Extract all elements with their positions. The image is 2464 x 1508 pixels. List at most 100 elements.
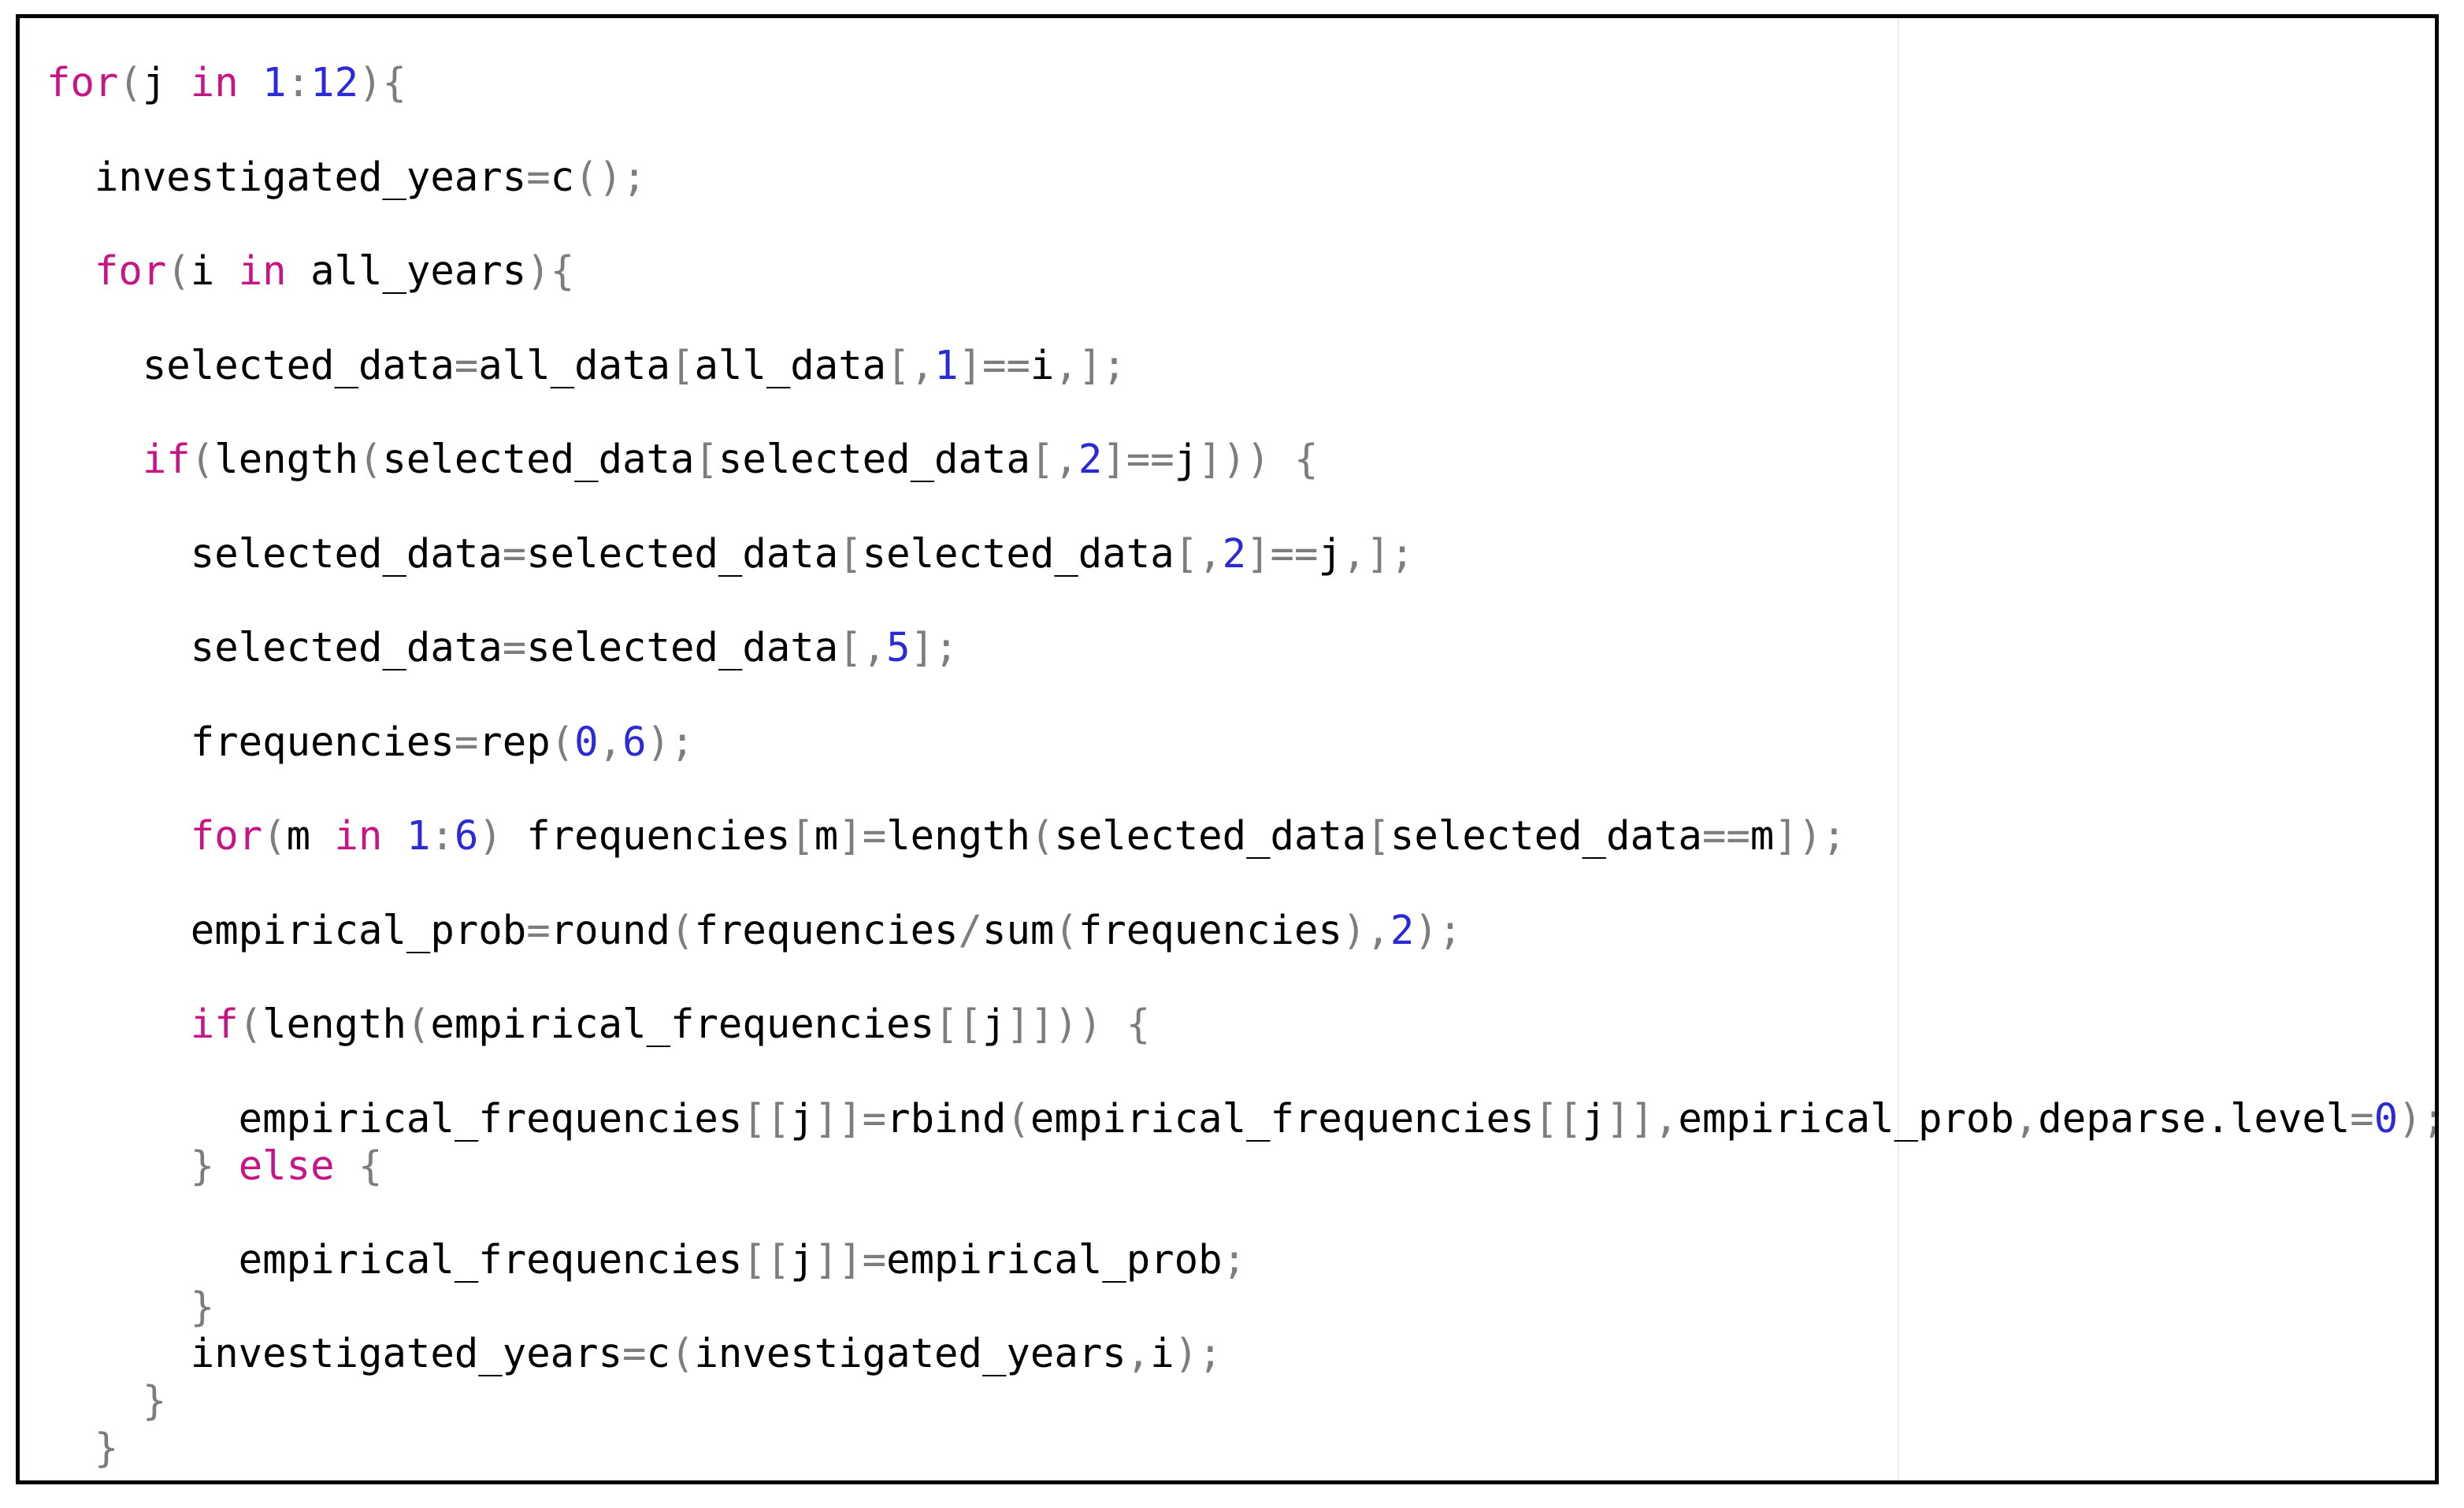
- code-token-text: selected_data: [718, 436, 1030, 482]
- code-token-punctuation: ),: [1341, 907, 1390, 953]
- code-token-text: selected_data: [1054, 812, 1367, 859]
- code-line[interactable]: for(i in all_years){: [46, 247, 574, 295]
- code-token-punctuation: ,: [1126, 1330, 1151, 1376]
- code-token-text: [46, 1283, 191, 1330]
- code-token-punctuation: :: [430, 812, 455, 859]
- code-line[interactable]: }: [46, 1283, 214, 1331]
- code-line[interactable]: for(m in 1:6) frequencies[m]=length(sele…: [46, 812, 1846, 860]
- code-token-punctuation: {: [334, 1142, 383, 1189]
- code-token-keyword: for: [46, 59, 119, 106]
- code-token-punctuation: (: [238, 1001, 263, 1047]
- code-token-text: [46, 812, 191, 859]
- code-token-punctuation: (: [166, 247, 191, 294]
- code-line[interactable]: }: [46, 1377, 166, 1424]
- code-token-punctuation: =: [454, 719, 479, 765]
- code-token-punctuation: (: [670, 907, 695, 953]
- code-token-punctuation: =: [2350, 1095, 2374, 1142]
- code-token-punctuation: (: [550, 719, 575, 765]
- code-token-keyword: in: [334, 812, 383, 859]
- code-token-text: [239, 59, 262, 106]
- code-token-punctuation: ,: [598, 719, 623, 765]
- code-token-punctuation: (: [1054, 907, 1078, 953]
- code-token-text: selected_data: [862, 530, 1174, 577]
- code-token-punctuation: ];: [910, 624, 959, 670]
- code-token-text: [46, 1001, 191, 1047]
- code-token-number: 12: [310, 59, 359, 106]
- code-token-text: empirical_frequencies: [46, 1236, 743, 1283]
- code-token-punctuation: ,];: [1054, 342, 1126, 388]
- code-token-punctuation: ]);: [1774, 812, 1846, 859]
- code-line[interactable]: investigated_years=c(investigated_years,…: [46, 1330, 1223, 1377]
- code-token-punctuation: =: [526, 154, 551, 200]
- code-token-text: empirical_prob: [886, 1236, 1223, 1283]
- code-line[interactable]: empirical_prob=round(frequencies/sum(fre…: [46, 907, 1462, 954]
- code-token-text: empirical_prob: [1678, 1095, 2014, 1142]
- code-line[interactable]: } else {: [46, 1142, 383, 1190]
- code-line[interactable]: empirical_frequencies[[j]]=rbind(empiric…: [46, 1095, 2435, 1142]
- code-line[interactable]: }: [46, 1424, 118, 1472]
- print-margin-guide: [1898, 18, 1899, 1480]
- code-token-punctuation: ]=: [838, 812, 887, 859]
- code-token-number: 6: [622, 719, 647, 765]
- code-token-punctuation: (: [262, 812, 287, 859]
- code-token-punctuation: [,: [1174, 530, 1223, 577]
- code-line[interactable]: selected_data=selected_data[selected_dat…: [46, 530, 1415, 578]
- code-token-punctuation: ){: [358, 59, 406, 106]
- code-token-text: [214, 1142, 238, 1189]
- code-token-punctuation: ){: [526, 247, 575, 294]
- code-token-punctuation: [,: [1030, 436, 1078, 482]
- code-line[interactable]: frequencies=rep(0,6);: [46, 719, 695, 766]
- code-token-punctuation: (: [670, 1330, 695, 1376]
- code-token-text: all_data: [478, 342, 670, 388]
- code-token-text: [46, 1424, 95, 1471]
- code-token-text: frequencies: [694, 907, 959, 953]
- code-token-number: 6: [454, 812, 479, 859]
- code-token-text: i: [190, 247, 239, 294]
- code-token-punctuation: ]]=: [814, 1236, 887, 1283]
- code-token-text: m: [814, 812, 839, 859]
- code-token-keyword: else: [238, 1142, 335, 1189]
- code-token-number: 0: [574, 719, 599, 765]
- code-token-punctuation: ;: [1222, 1236, 1247, 1283]
- code-line[interactable]: investigated_years=c();: [46, 154, 647, 201]
- code-token-punctuation: [: [694, 436, 718, 482]
- code-line[interactable]: if(length(empirical_frequencies[[j]])) {: [46, 1001, 1150, 1048]
- code-token-punctuation: ,: [2013, 1095, 2039, 1142]
- code-token-text: round: [550, 907, 670, 953]
- code-token-text: empirical_frequencies: [46, 1095, 743, 1142]
- code-token-keyword: for: [94, 247, 167, 294]
- code-token-number: 0: [2373, 1095, 2399, 1142]
- code-line[interactable]: if(length(selected_data[selected_data[,2…: [46, 436, 1319, 483]
- code-token-punctuation: [[: [1534, 1095, 1583, 1142]
- code-token-text: frequencies: [526, 812, 791, 859]
- code-token-punctuation: [[: [742, 1236, 791, 1283]
- code-token-keyword: in: [238, 247, 287, 294]
- code-token-text: j: [790, 1095, 815, 1142]
- code-token-text: length: [214, 436, 358, 482]
- code-token-text: [46, 1142, 191, 1189]
- code-token-punctuation: [: [790, 812, 815, 859]
- code-token-text: empirical_prob: [46, 907, 527, 953]
- code-token-text: empirical_frequencies: [1030, 1095, 1534, 1142]
- code-line[interactable]: empirical_frequencies[[j]]=empirical_pro…: [46, 1236, 1246, 1283]
- code-token-punctuation: /: [958, 907, 982, 953]
- code-token-punctuation: =: [502, 530, 527, 577]
- code-token-text: j: [1174, 436, 1199, 482]
- code-line[interactable]: selected_data=all_data[all_data[,1]==i,]…: [46, 342, 1126, 389]
- code-token-text: all_data: [694, 342, 887, 388]
- code-token-text: [382, 812, 406, 859]
- code-token-text: j: [982, 1001, 1007, 1047]
- code-line[interactable]: selected_data=selected_data[,5];: [46, 624, 959, 671]
- code-editor-panel[interactable]: for(j in 1:12){ investigated_years=c(); …: [16, 14, 2439, 1484]
- code-token-keyword: if: [142, 436, 191, 482]
- code-token-keyword: if: [190, 1001, 239, 1047]
- code-token-punctuation: [: [838, 530, 863, 577]
- code-token-punctuation: [,: [886, 342, 935, 388]
- code-token-text: all_years: [286, 247, 527, 294]
- code-token-text: rep: [478, 719, 551, 765]
- code-token-punctuation: }: [142, 1377, 167, 1424]
- code-line[interactable]: for(j in 1:12){: [46, 59, 406, 106]
- code-token-text: selected_data: [46, 342, 455, 388]
- code-token-text: investigated_years: [694, 1330, 1126, 1376]
- code-token-text: j: [142, 59, 191, 106]
